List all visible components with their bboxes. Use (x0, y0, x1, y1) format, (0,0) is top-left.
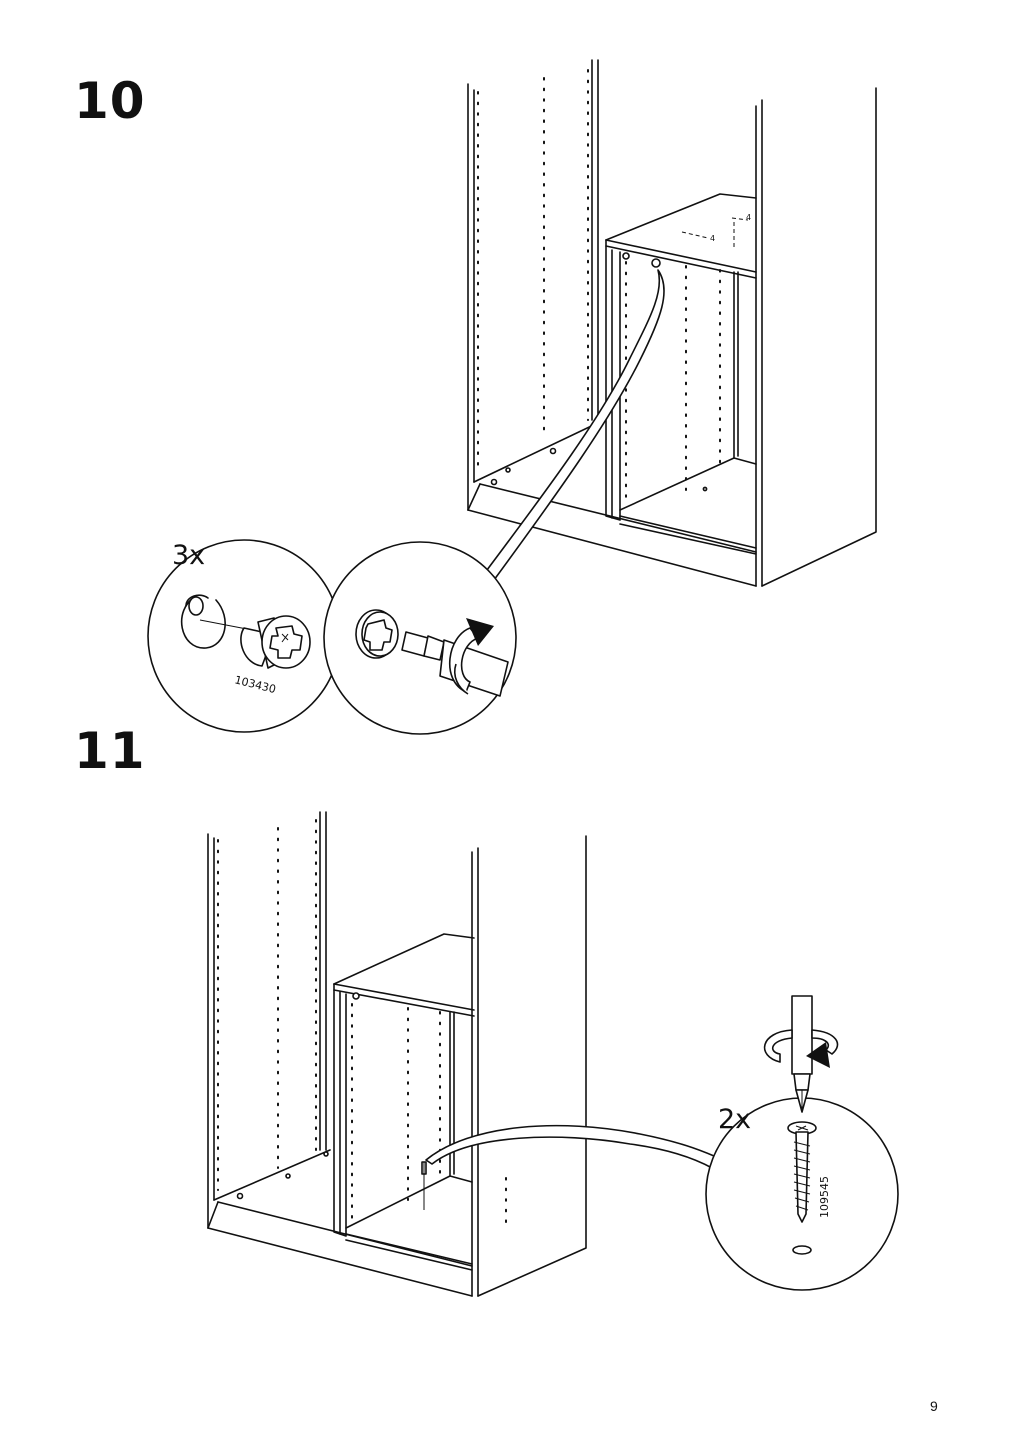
inner-cabinet-step-11 (333, 933, 475, 1271)
rotate-clockwise-arrow-icon-step-11 (763, 1029, 839, 1068)
wardrobe-frame (467, 59, 877, 587)
quantity-label-2x: 2x (718, 1104, 752, 1135)
detail-callout-swoosh-step-11 (425, 1124, 715, 1169)
detail-callout-swoosh (483, 269, 665, 581)
screwdriver-detail-circle (323, 541, 517, 735)
screw-icon (787, 1121, 817, 1255)
quantity-label-3x: 3x (172, 540, 206, 571)
step-10-number: 10 (74, 72, 146, 130)
rotate-clockwise-arrow-icon (449, 618, 494, 695)
part-number-109545: 109545 (818, 1176, 831, 1218)
svg-text:4: 4 (710, 234, 715, 243)
cam-lock-detail-circle: 103430 (147, 539, 341, 733)
wardrobe-frame-step-11 (207, 811, 587, 1297)
screw-detail-circle: 109545 (705, 1097, 899, 1291)
svg-text:4: 4 (746, 213, 751, 222)
step-11-number: 11 (74, 722, 146, 780)
page-number: 9 (930, 1398, 938, 1414)
cam-lock-fitting-icon (240, 615, 311, 669)
phillips-screwdriver-icon (791, 995, 813, 1113)
